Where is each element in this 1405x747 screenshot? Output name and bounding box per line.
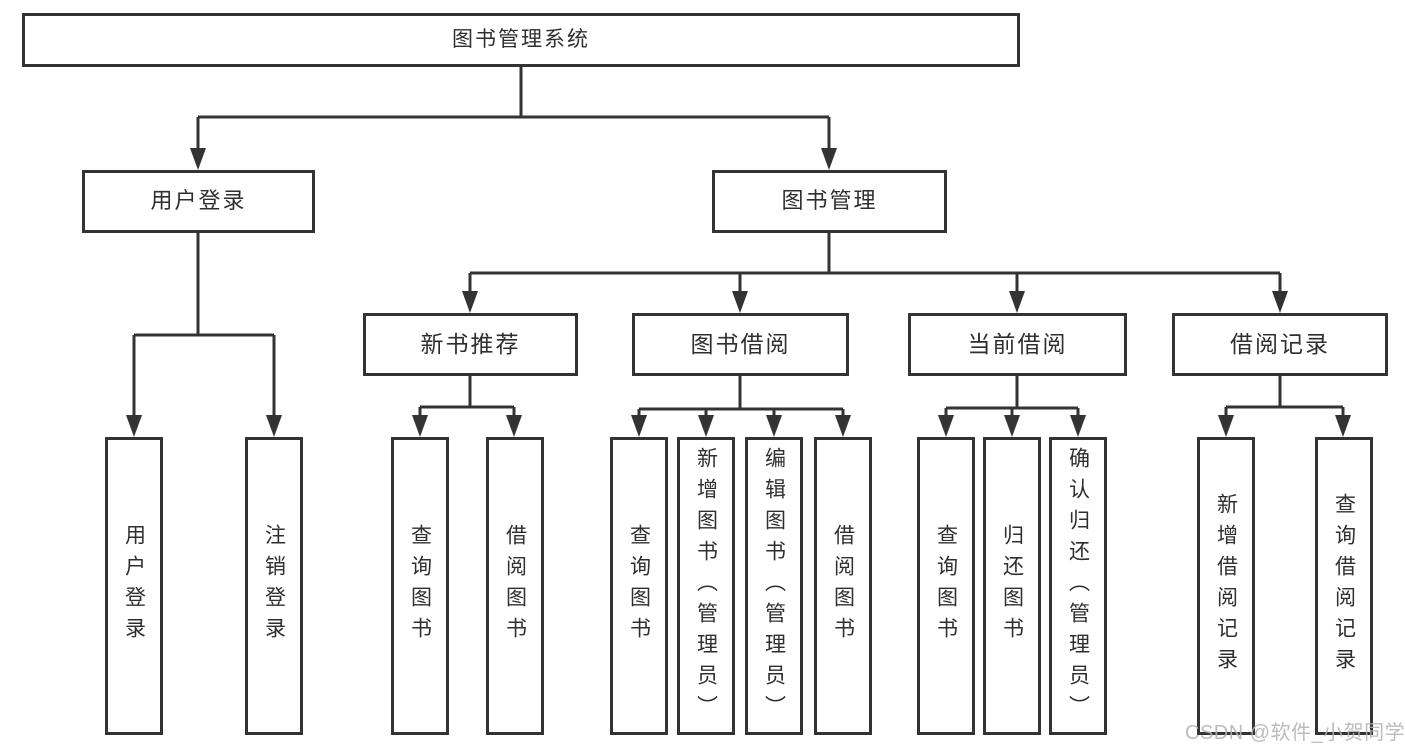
node-new-book-recommendation-label: 新书推荐	[420, 330, 521, 357]
node-new-book-recommendation: 新书推荐	[363, 313, 578, 376]
node-book-borrowing-label: 图书借阅	[690, 330, 791, 357]
leaf-bb-query-books-label: 查询图书	[627, 524, 651, 648]
leaf-bb-query-books: 查询图书	[610, 437, 668, 735]
leaf-bb-add-books-admin: 新增图书（管理员）	[677, 437, 735, 735]
node-root: 图书管理系统	[22, 13, 1020, 67]
csdn-watermark: CSDN @软件_小贺同学	[1185, 722, 1405, 744]
leaf-br-add-borrow-record: 新增借阅记录	[1197, 437, 1255, 735]
leaf-cb-confirm-return-admin-label: 确认归还（管理员）	[1066, 446, 1090, 726]
leaf-logout: 注销登录	[245, 437, 303, 735]
leaf-cb-query-books: 查询图书	[917, 437, 975, 735]
node-current-borrowing-label: 当前借阅	[967, 330, 1068, 357]
leaf-user-login: 用户登录	[105, 437, 163, 735]
leaf-bb-borrow-books: 借阅图书	[814, 437, 872, 735]
leaf-bb-edit-books-admin-label: 编辑图书（管理员）	[762, 446, 786, 726]
leaf-nbr-query-books: 查询图书	[391, 437, 449, 735]
node-root-label: 图书管理系统	[452, 28, 590, 52]
leaf-cb-return-books: 归还图书	[983, 437, 1041, 735]
leaf-nbr-borrow-books: 借阅图书	[486, 437, 544, 735]
node-book-borrowing: 图书借阅	[632, 313, 849, 376]
node-user-login-label: 用户登录	[150, 188, 247, 214]
node-user-login: 用户登录	[82, 170, 315, 233]
node-current-borrowing: 当前借阅	[908, 313, 1127, 376]
node-borrowing-records-label: 借阅记录	[1230, 330, 1330, 357]
leaf-user-login-label: 用户登录	[122, 524, 146, 648]
leaf-cb-query-books-label: 查询图书	[934, 524, 958, 648]
leaf-cb-return-books-label: 归还图书	[1000, 524, 1024, 648]
leaf-nbr-borrow-books-label: 借阅图书	[503, 524, 527, 648]
leaf-cb-confirm-return-admin: 确认归还（管理员）	[1049, 437, 1107, 735]
leaf-br-add-borrow-record-label: 新增借阅记录	[1214, 493, 1238, 679]
node-book-management-label: 图书管理	[781, 188, 878, 214]
node-book-management: 图书管理	[712, 170, 947, 233]
leaf-br-query-borrow-record: 查询借阅记录	[1315, 437, 1373, 735]
node-borrowing-records: 借阅记录	[1172, 313, 1388, 376]
leaf-nbr-query-books-label: 查询图书	[408, 524, 432, 648]
leaf-bb-edit-books-admin: 编辑图书（管理员）	[745, 437, 803, 735]
leaf-logout-label: 注销登录	[262, 524, 286, 648]
leaf-bb-add-books-admin-label: 新增图书（管理员）	[694, 446, 718, 726]
leaf-bb-borrow-books-label: 借阅图书	[831, 524, 855, 648]
leaf-br-query-borrow-record-label: 查询借阅记录	[1332, 493, 1356, 679]
